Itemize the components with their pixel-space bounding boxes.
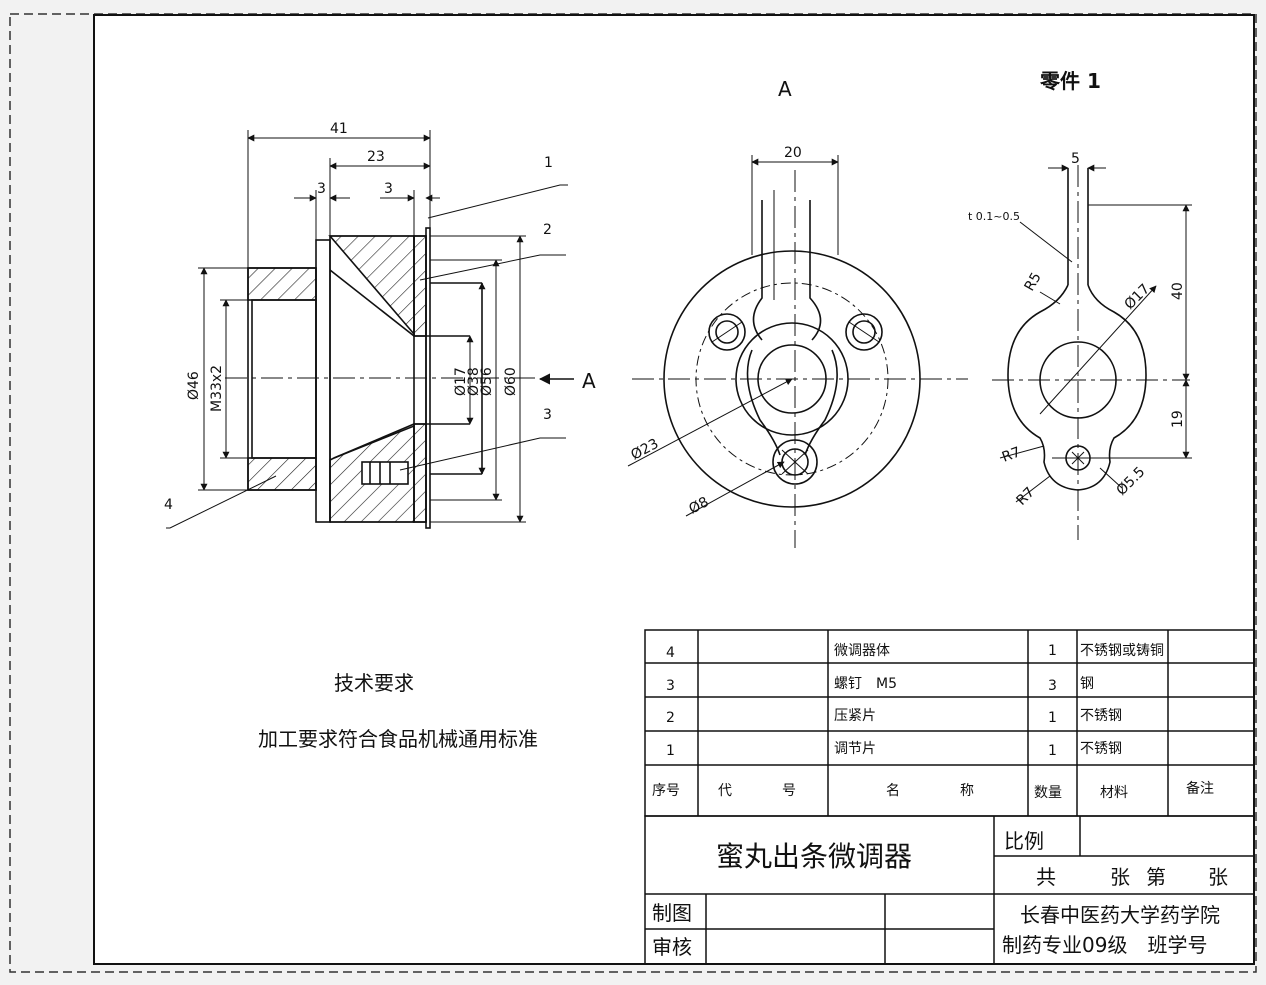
sheets-c: 第 bbox=[1146, 865, 1166, 889]
bom-row-1-qty: 1 bbox=[1048, 743, 1057, 759]
dim-3b: 3 bbox=[384, 181, 393, 197]
sheets-a: 共 bbox=[1036, 865, 1056, 889]
bom-row-2-no: 2 bbox=[666, 710, 675, 726]
dim-phi17: Ø17 bbox=[453, 367, 469, 396]
checked-by-label: 审核 bbox=[652, 935, 692, 959]
bom-header-qty: 数量 bbox=[1034, 785, 1062, 801]
sheets-d: 张 bbox=[1208, 865, 1228, 889]
bom-row-3-no: 3 bbox=[666, 678, 675, 694]
bom-row-1-no: 1 bbox=[666, 743, 675, 759]
part4-hatch-top bbox=[247, 267, 317, 301]
leader-1: 1 bbox=[544, 155, 553, 171]
leader-4: 4 bbox=[164, 497, 173, 513]
bom-header-name-a: 名 bbox=[886, 783, 900, 799]
leader-3: 3 bbox=[543, 407, 552, 423]
bom-header-material: 材料 bbox=[1100, 785, 1128, 801]
leader-2: 2 bbox=[543, 222, 552, 238]
view-arrow-label: A bbox=[582, 369, 596, 393]
title-block bbox=[644, 815, 1255, 965]
bom-row-3-name: 螺钉 M5 bbox=[834, 676, 897, 692]
bom-row-4-material: 不锈钢或铸铜 bbox=[1080, 643, 1164, 659]
dim-5: 5 bbox=[1071, 151, 1080, 167]
dim-3a: 3 bbox=[317, 181, 326, 197]
dim-phi46: Ø46 bbox=[186, 371, 202, 400]
bom-row-3-qty: 3 bbox=[1048, 678, 1057, 694]
section-dimensions bbox=[166, 130, 574, 529]
part1-view bbox=[992, 164, 1192, 540]
dim-r7-a: R7 bbox=[1000, 444, 1023, 465]
tech-text: 加工要求符合食品机械通用标准 bbox=[258, 727, 538, 751]
dim-phi38: Ø38 bbox=[466, 367, 482, 396]
bom-row-2-name: 压紧片 bbox=[834, 708, 876, 724]
dim-20: 20 bbox=[784, 145, 802, 161]
bom-header-code-a: 代 bbox=[718, 783, 732, 799]
bom-row-1-name: 调节片 bbox=[834, 741, 876, 757]
bom-header-name-b: 称 bbox=[960, 783, 974, 799]
plate-2-hatch bbox=[413, 235, 427, 337]
bom-row-3-material: 钢 bbox=[1080, 676, 1094, 692]
dim-m33: M33x2 bbox=[209, 365, 225, 412]
bom-row-2-material: 不锈钢 bbox=[1080, 708, 1122, 724]
dim-phi56: Ø56 bbox=[479, 367, 495, 396]
section-view bbox=[225, 227, 535, 529]
bom-row-1-material: 不锈钢 bbox=[1080, 741, 1122, 757]
bom-header-code-b: 号 bbox=[782, 783, 796, 799]
dim-19: 19 bbox=[1170, 410, 1186, 428]
bom-header-no: 序号 bbox=[652, 783, 680, 799]
dim-23: 23 bbox=[367, 149, 385, 165]
drawn-by-label: 制图 bbox=[652, 901, 692, 925]
class-line: 制药专业09级 班学号 bbox=[1002, 933, 1207, 957]
dim-phi60: Ø60 bbox=[503, 367, 519, 396]
dim-40: 40 bbox=[1170, 282, 1186, 300]
title-block-text: 蜜丸出条微调器 比例 共 张 第 张 制图 审核 长春中医药大学药学院 制药专业… bbox=[652, 829, 1228, 959]
scale-label: 比例 bbox=[1004, 829, 1044, 853]
bom-row-4-no: 4 bbox=[666, 645, 675, 661]
dim-41: 41 bbox=[330, 121, 348, 137]
sheets-b: 张 bbox=[1110, 865, 1130, 889]
tech-heading: 技术要求 bbox=[334, 671, 414, 695]
bom-header-note: 备注 bbox=[1186, 780, 1214, 797]
view-a-title: A bbox=[778, 77, 792, 101]
bom-row-2-qty: 1 bbox=[1048, 710, 1057, 726]
screw-m5 bbox=[361, 461, 409, 485]
dim-thickness: t 0.1~0.5 bbox=[968, 210, 1020, 223]
section-labels: 41 23 3 3 Ø46 M33x2 Ø17 Ø38 Ø56 Ø60 1 2 … bbox=[164, 121, 596, 513]
bom-row-4-name: 微调器体 bbox=[834, 643, 890, 659]
part1-title: 零件 1 bbox=[1039, 69, 1101, 93]
school-name: 长春中医药大学药学院 bbox=[1020, 903, 1220, 927]
view-a bbox=[627, 155, 968, 548]
bom-text: 4 微调器体 1 不锈钢或铸铜 3 螺钉 M5 3 钢 2 压紧片 1 不锈钢 … bbox=[652, 643, 1214, 801]
bom-row-4-qty: 1 bbox=[1048, 643, 1057, 659]
drawing-title: 蜜丸出条微调器 bbox=[716, 840, 912, 873]
